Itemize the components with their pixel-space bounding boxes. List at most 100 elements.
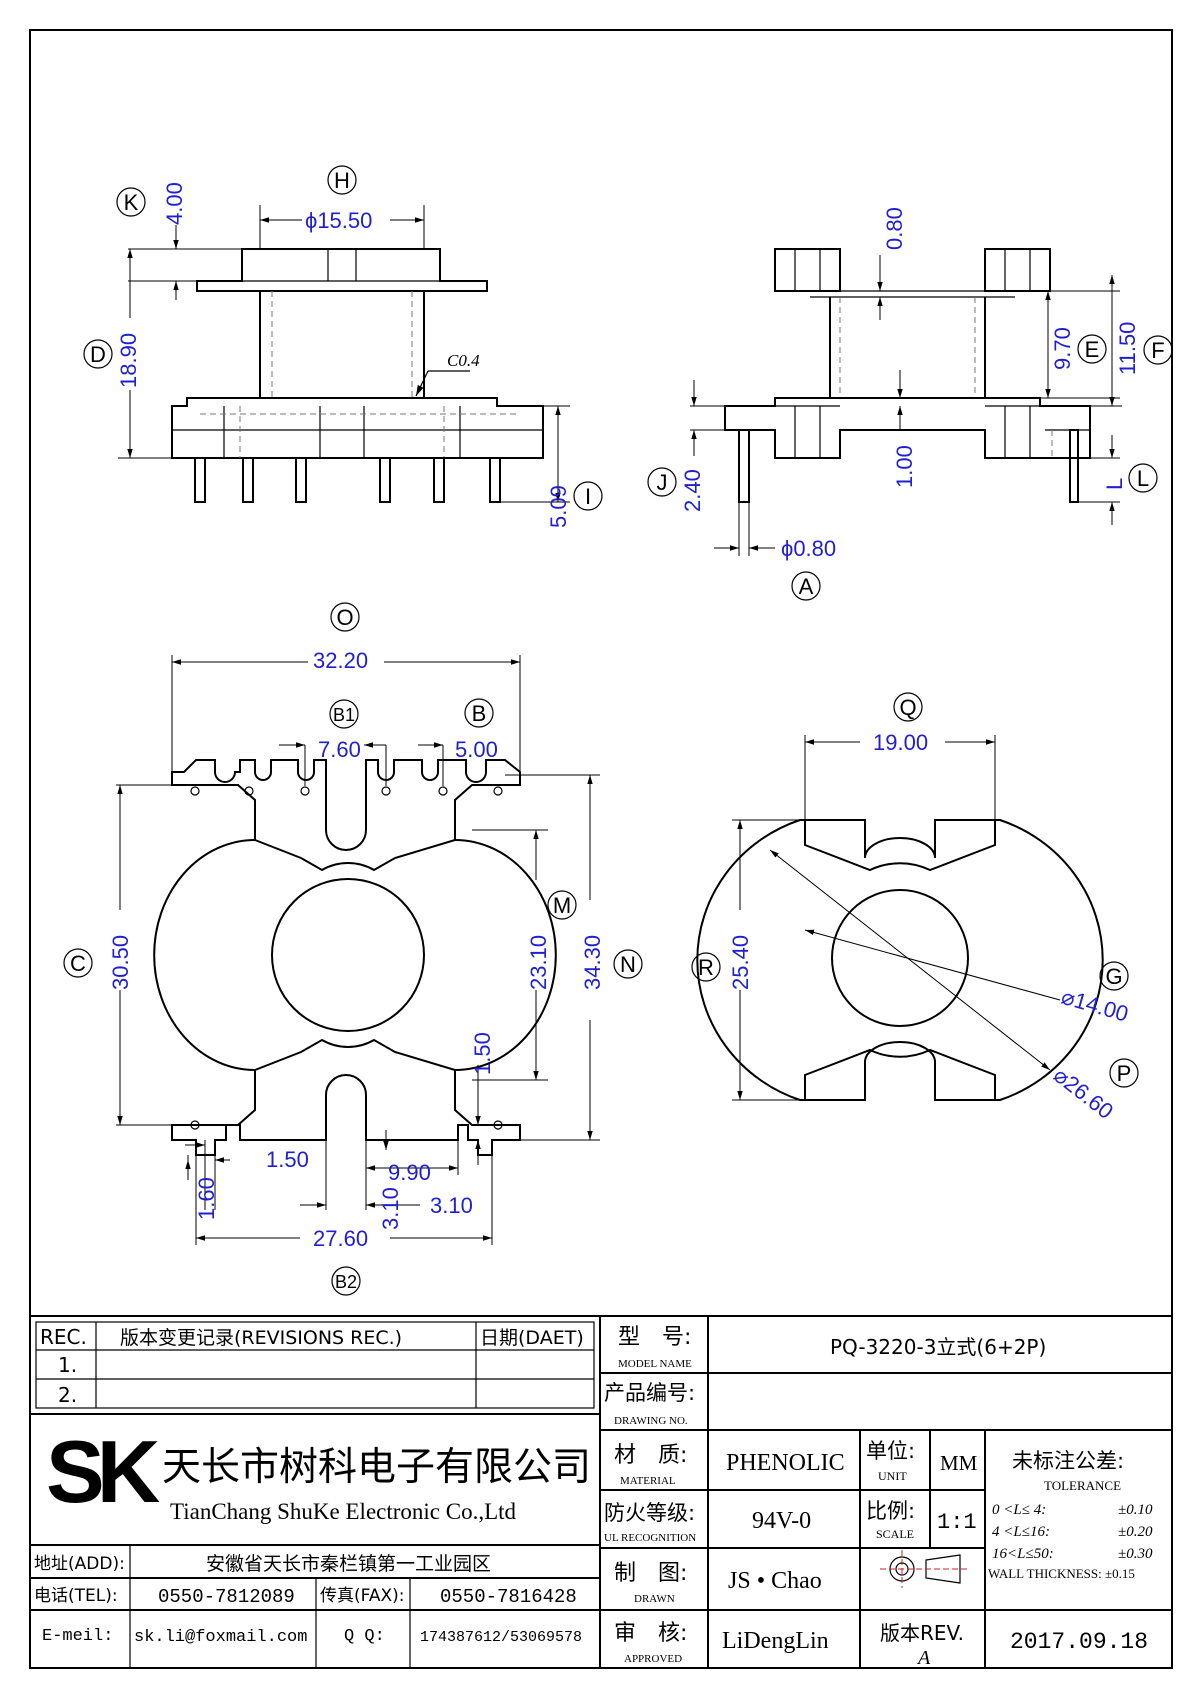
rev-table-grid xyxy=(35,1321,931,1668)
tol-wall-thickness: WALL THICKNESS: ±0.15 xyxy=(988,1566,1135,1581)
side-view-dims xyxy=(690,255,1122,556)
scale-label-cn: 比例: xyxy=(866,1499,915,1523)
dim-b-3-10-b: 3.10 xyxy=(430,1193,473,1218)
bottom-view xyxy=(153,759,557,1156)
unit-label-cn: 单位: xyxy=(866,1439,915,1463)
company-name-en: TianChang ShuKe Electronic Co.,Ltd xyxy=(170,1499,517,1524)
company-logo: SK xyxy=(46,1422,160,1521)
dim-a-0-80: ϕ0.80 xyxy=(781,536,836,561)
tolerance-label-cn: 未标注公差: xyxy=(1012,1449,1124,1473)
tol-row-1-value: ±0.10 xyxy=(1118,1502,1153,1518)
model-label-en: MODEL NAME xyxy=(618,1358,692,1370)
drawn-value: JS • Chao xyxy=(728,1568,822,1594)
company-name-cn: 天长市树科电子有限公司 xyxy=(162,1445,591,1490)
dim-b-1-50: 1.50 xyxy=(266,1147,309,1172)
callout-q: Q xyxy=(899,695,916,720)
callout-f: F xyxy=(1151,338,1164,363)
callout-i: I xyxy=(585,484,591,509)
callout-b1: B1 xyxy=(333,705,355,725)
email-label: E-meil: xyxy=(42,1627,113,1646)
callout-r: R xyxy=(698,955,714,980)
dim-g-14-00: ⌀14.00 xyxy=(1059,984,1132,1027)
unit-label-en: UNIT xyxy=(878,1469,907,1483)
callout-p: P xyxy=(1117,1061,1132,1086)
tel-label: 电话(TEL): xyxy=(34,1586,118,1606)
material-value: PHENOLIC xyxy=(726,1450,845,1476)
dim-c-30-50: 30.50 xyxy=(108,935,133,990)
dim-o-32-20: 32.20 xyxy=(313,648,368,673)
dim-i-5-09: 5.09 xyxy=(546,485,571,528)
scale-label-en: SCALE xyxy=(876,1527,914,1541)
callout-k: K xyxy=(124,190,139,215)
material-label-en: MATERIAL xyxy=(620,1475,676,1487)
fax-value: 0550-7816428 xyxy=(440,1586,577,1608)
dim-r-25-40: 25.40 xyxy=(728,935,753,990)
unit-value: MM xyxy=(940,1451,978,1475)
material-label-cn: 材 质: xyxy=(614,1443,687,1468)
drawn-label-en: DRAWN xyxy=(634,1593,675,1605)
dim-b2-27-60: 27.60 xyxy=(313,1226,368,1251)
callout-l: L xyxy=(1137,466,1149,491)
dim-l: L xyxy=(1102,478,1127,490)
ul-label-cn: 防火等级: xyxy=(604,1501,695,1525)
ul-value: 94V-0 xyxy=(752,1508,811,1534)
dim-b1-7-60: 7.60 xyxy=(318,737,361,762)
dim-q-19-00: 19.00 xyxy=(873,730,928,755)
callout-o: O xyxy=(336,605,353,630)
callout-a: A xyxy=(799,574,814,599)
callout-g: G xyxy=(1105,964,1122,989)
callout-e: E xyxy=(1085,337,1100,362)
front-view xyxy=(171,248,544,503)
dim-f-11-50: 11.50 xyxy=(1115,322,1140,375)
rev-row-2: 2. xyxy=(58,1383,77,1407)
dim-h-15-50: ϕ15.50 xyxy=(305,208,372,233)
rev-records-header: 版本变更记录(REVISIONS REC.) xyxy=(120,1327,402,1349)
callout-b: B xyxy=(472,701,487,726)
dim-p-26-60: ⌀26.60 xyxy=(1049,1062,1118,1124)
tol-row-3-range: 16<L≤50: xyxy=(992,1546,1054,1562)
model-value: PQ-3220-3立式(6+2P) xyxy=(830,1335,1046,1359)
callout-n: N xyxy=(620,952,636,977)
chamfer-label: C0.4 xyxy=(447,351,480,370)
ul-label-en: UL RECOGNITION xyxy=(604,1532,696,1544)
callout-h: H xyxy=(334,168,350,193)
address-label: 地址(ADD): xyxy=(34,1554,125,1574)
projection-symbol xyxy=(880,1550,970,1588)
rev-label: 版本REV. xyxy=(880,1621,964,1645)
approved-label-en: APPROVED xyxy=(624,1653,682,1665)
dim-e-9-70: 9.70 xyxy=(1050,327,1075,370)
email-value: sk.li@foxmail.com xyxy=(134,1628,307,1647)
bottom-view-dims xyxy=(116,655,600,1245)
top-view-dims xyxy=(732,735,1061,1101)
tol-row-3-value: ±0.30 xyxy=(1118,1546,1153,1562)
fax-label: 传真(FAX): xyxy=(320,1586,405,1606)
title-block-grid xyxy=(30,1315,1172,1668)
model-label-cn: 型 号: xyxy=(618,1325,691,1350)
dim-wall-1-50: 1.50 xyxy=(470,1032,495,1075)
approved-value: LiDengLin xyxy=(722,1628,829,1654)
address-value: 安徽省天长市秦栏镇第一工业园区 xyxy=(206,1553,491,1575)
callout-b2: B2 xyxy=(335,1272,357,1292)
tolerance-label-en: TOLERANCE xyxy=(1044,1478,1121,1493)
dim-b-3-10-a: 3.10 xyxy=(378,1187,403,1230)
dim-k-4-00: 4.00 xyxy=(162,182,187,225)
dim-b-9-90: 9.90 xyxy=(388,1160,431,1185)
qq-label: Q Q: xyxy=(344,1627,385,1646)
dim-e-0-80: 0.80 xyxy=(882,207,907,250)
dim-b-5-00: 5.00 xyxy=(455,737,498,762)
tol-row-2-value: ±0.20 xyxy=(1118,1524,1153,1540)
callout-d: D xyxy=(90,342,106,367)
dim-m-23-10: 23.10 xyxy=(526,935,551,990)
front-view-dims xyxy=(118,205,570,503)
rev-header: REC. xyxy=(40,1325,87,1349)
dim-c-1-00: 1.00 xyxy=(892,445,917,488)
drawing-label-en: DRAWING NO. xyxy=(614,1415,688,1427)
tol-row-2-range: 4 <L≤16: xyxy=(992,1524,1050,1540)
drawing-label-cn: 产品编号: xyxy=(604,1381,695,1405)
callout-c: C xyxy=(70,951,86,976)
side-view xyxy=(724,248,1091,503)
date-value: 2017.09.18 xyxy=(1010,1629,1148,1655)
dim-b-1-60: 1.60 xyxy=(194,1177,219,1220)
